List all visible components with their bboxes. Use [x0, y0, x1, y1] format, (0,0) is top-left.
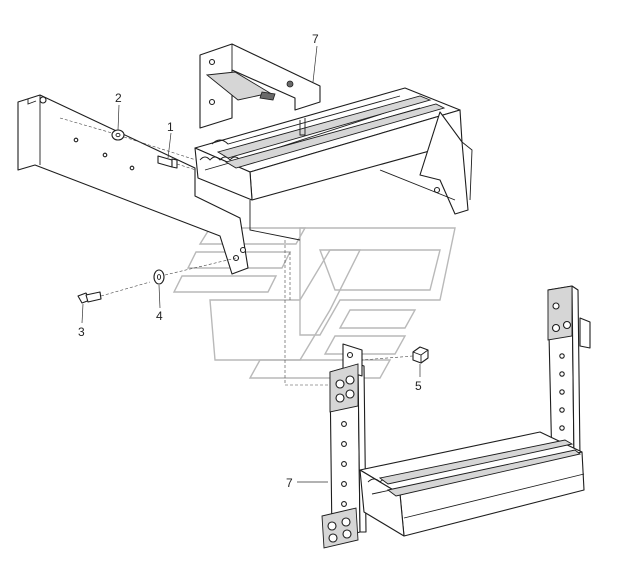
callout-7: 7 — [286, 476, 293, 490]
bolt-part-1 — [157, 155, 197, 171]
callout-5: 5 — [415, 379, 422, 393]
watermark-logo — [172, 227, 456, 379]
callout-labels: 7 2 1 3 4 5 7 — [78, 32, 422, 490]
callout-3: 3 — [78, 325, 85, 339]
callout-4: 4 — [156, 309, 163, 323]
rear-mounting-plate — [199, 43, 321, 129]
callout-1: 1 — [167, 120, 174, 134]
callout-leaders — [81, 45, 421, 483]
washer-part-4 — [153, 257, 237, 285]
lower-step-assembly — [321, 285, 591, 549]
callout-6: 7 — [312, 32, 319, 46]
callout-2: 2 — [115, 91, 122, 105]
washer-part-2 — [59, 117, 197, 161]
nut-part-5 — [361, 346, 429, 364]
upper-step-assembly — [17, 43, 473, 275]
bolt-part-3 — [77, 281, 151, 304]
